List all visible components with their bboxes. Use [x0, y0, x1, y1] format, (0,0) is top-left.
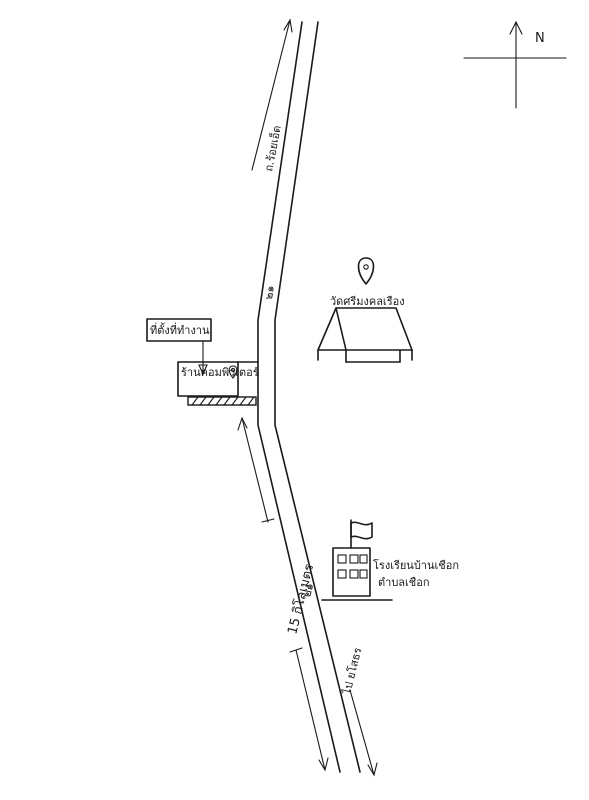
workplace-pin-icon [228, 365, 238, 379]
workplace-label: ร้านคอมพิวเตอร์ [181, 366, 259, 379]
distance-tick-upper [261, 518, 275, 523]
distance-line-upper [241, 417, 269, 523]
temple-pin-icon [357, 257, 375, 285]
distance-tick-lower [289, 647, 303, 653]
workplace-building [177, 361, 239, 397]
route-number-bottom: ๒๑ [300, 582, 316, 599]
north-direction-arrow [251, 18, 293, 171]
distance-line-lower [295, 649, 326, 771]
destination-line [349, 689, 375, 776]
workplace: ร้านคอมพิวเตอร์ [177, 361, 259, 406]
current-position-sign: ที่ตั้งที่ทำงาน [146, 318, 212, 376]
compass: N [463, 20, 567, 109]
fence-hatching [191, 396, 255, 406]
destination-label: ไป ยโสธร [339, 646, 364, 697]
north-arrow-icon [509, 20, 523, 35]
temple-roof-ridge [335, 307, 347, 351]
temple: วัดศรีมงคลเรือง [317, 257, 413, 363]
temple-roof [317, 307, 413, 351]
arrow-down-icon [367, 762, 378, 777]
road-left-edge [257, 21, 341, 773]
school-label: โรงเรียนบ้านเชือก [373, 558, 459, 572]
distance-arrow-up-icon [237, 416, 248, 431]
flag-icon [350, 521, 373, 540]
school: โรงเรียนบ้านเชือก ตำบลเชือก [321, 519, 459, 601]
direction-line-top [251, 19, 291, 171]
workplace-fence [187, 396, 257, 406]
current-position-label: ที่ตั้งที่ทำงาน [150, 322, 210, 337]
distance-indicator: 15 กิโลเมตร [237, 416, 329, 772]
route-number-mid: ๒๑ [262, 285, 277, 301]
temple-label: วัดศรีมงคลเรือง [330, 295, 405, 308]
temple-walls [317, 349, 413, 363]
pointer-arrow-icon [198, 364, 208, 376]
school-building [332, 547, 371, 597]
north-label: N [535, 31, 545, 46]
school-sublabel: ตำบลเชือก [378, 576, 430, 589]
current-position-box [146, 318, 212, 342]
arrow-up-icon [283, 18, 293, 33]
distance-arrow-down-icon [318, 757, 329, 772]
main-road [237, 21, 361, 773]
road-right-edge [274, 21, 361, 773]
